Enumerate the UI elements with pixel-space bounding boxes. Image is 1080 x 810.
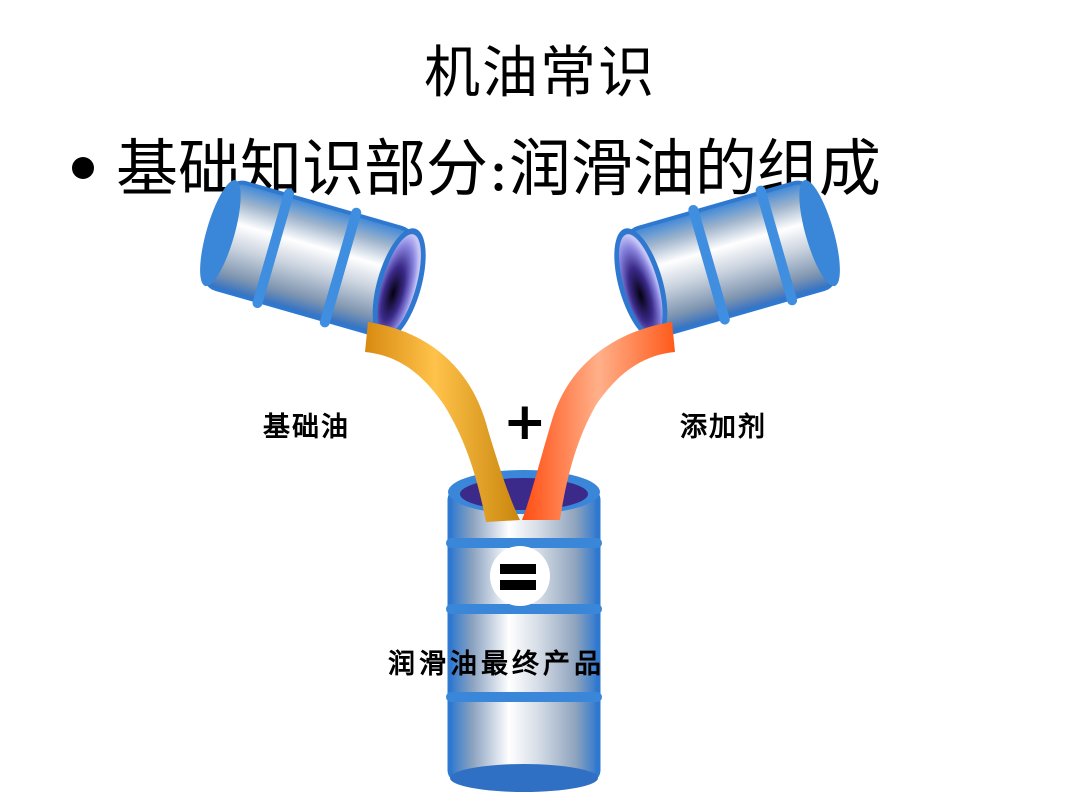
bullet-icon	[72, 156, 94, 179]
slide-title: 机油常识	[424, 41, 656, 106]
additive-barrel	[614, 180, 840, 341]
base-oil-label: 基础油	[263, 412, 350, 443]
product-barrel	[446, 470, 602, 792]
additive-stream	[522, 322, 675, 520]
base-oil-barrel	[200, 180, 426, 341]
equals-icon	[495, 552, 545, 602]
plus-icon: +	[503, 392, 547, 452]
base-oil-stream	[365, 322, 520, 522]
final-product-label: 润滑油最终产品	[388, 649, 605, 680]
additive-label: 添加剂	[680, 412, 767, 443]
